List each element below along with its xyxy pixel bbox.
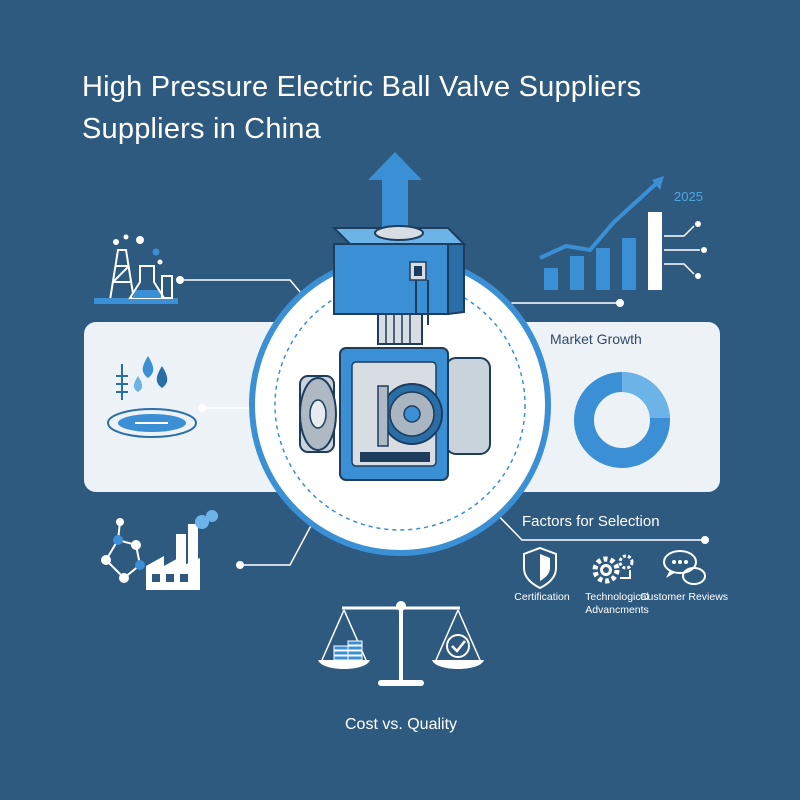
- water-drop-icon: [107, 356, 197, 438]
- year-label: 2025: [674, 189, 703, 204]
- factor-label-technology: Technological Advancments: [585, 591, 649, 616]
- molecule-factory-icon: [101, 510, 218, 590]
- speech-bubbles-icon: [663, 550, 706, 585]
- shield-icon: [523, 546, 557, 590]
- market-donut-icon: [574, 372, 670, 468]
- oil-rig-lab-icon: [94, 234, 178, 304]
- ball-valve-icon: [299, 347, 491, 481]
- page-title: High Pressure Electric Ball Valve Suppli…: [82, 66, 762, 150]
- up-arrow-icon: [368, 152, 422, 228]
- factor-label-certification: Certification: [514, 591, 570, 603]
- market-growth-label: Market Growth: [550, 331, 642, 347]
- growth-bar-chart-icon: [539, 176, 707, 290]
- cost-vs-quality-label: Cost vs. Quality: [344, 716, 458, 733]
- balance-scale-icon: [318, 601, 484, 686]
- factor-label-customer-reviews: Customer Reviews: [639, 591, 729, 603]
- title-line-2: Suppliers in China: [82, 113, 321, 145]
- valve-actuator-icon: [331, 225, 467, 345]
- gears-icon: [592, 554, 634, 584]
- title-line-1: High Pressure Electric Ball Valve Suppli…: [82, 71, 642, 103]
- factors-heading: Factors for Selection: [522, 513, 660, 530]
